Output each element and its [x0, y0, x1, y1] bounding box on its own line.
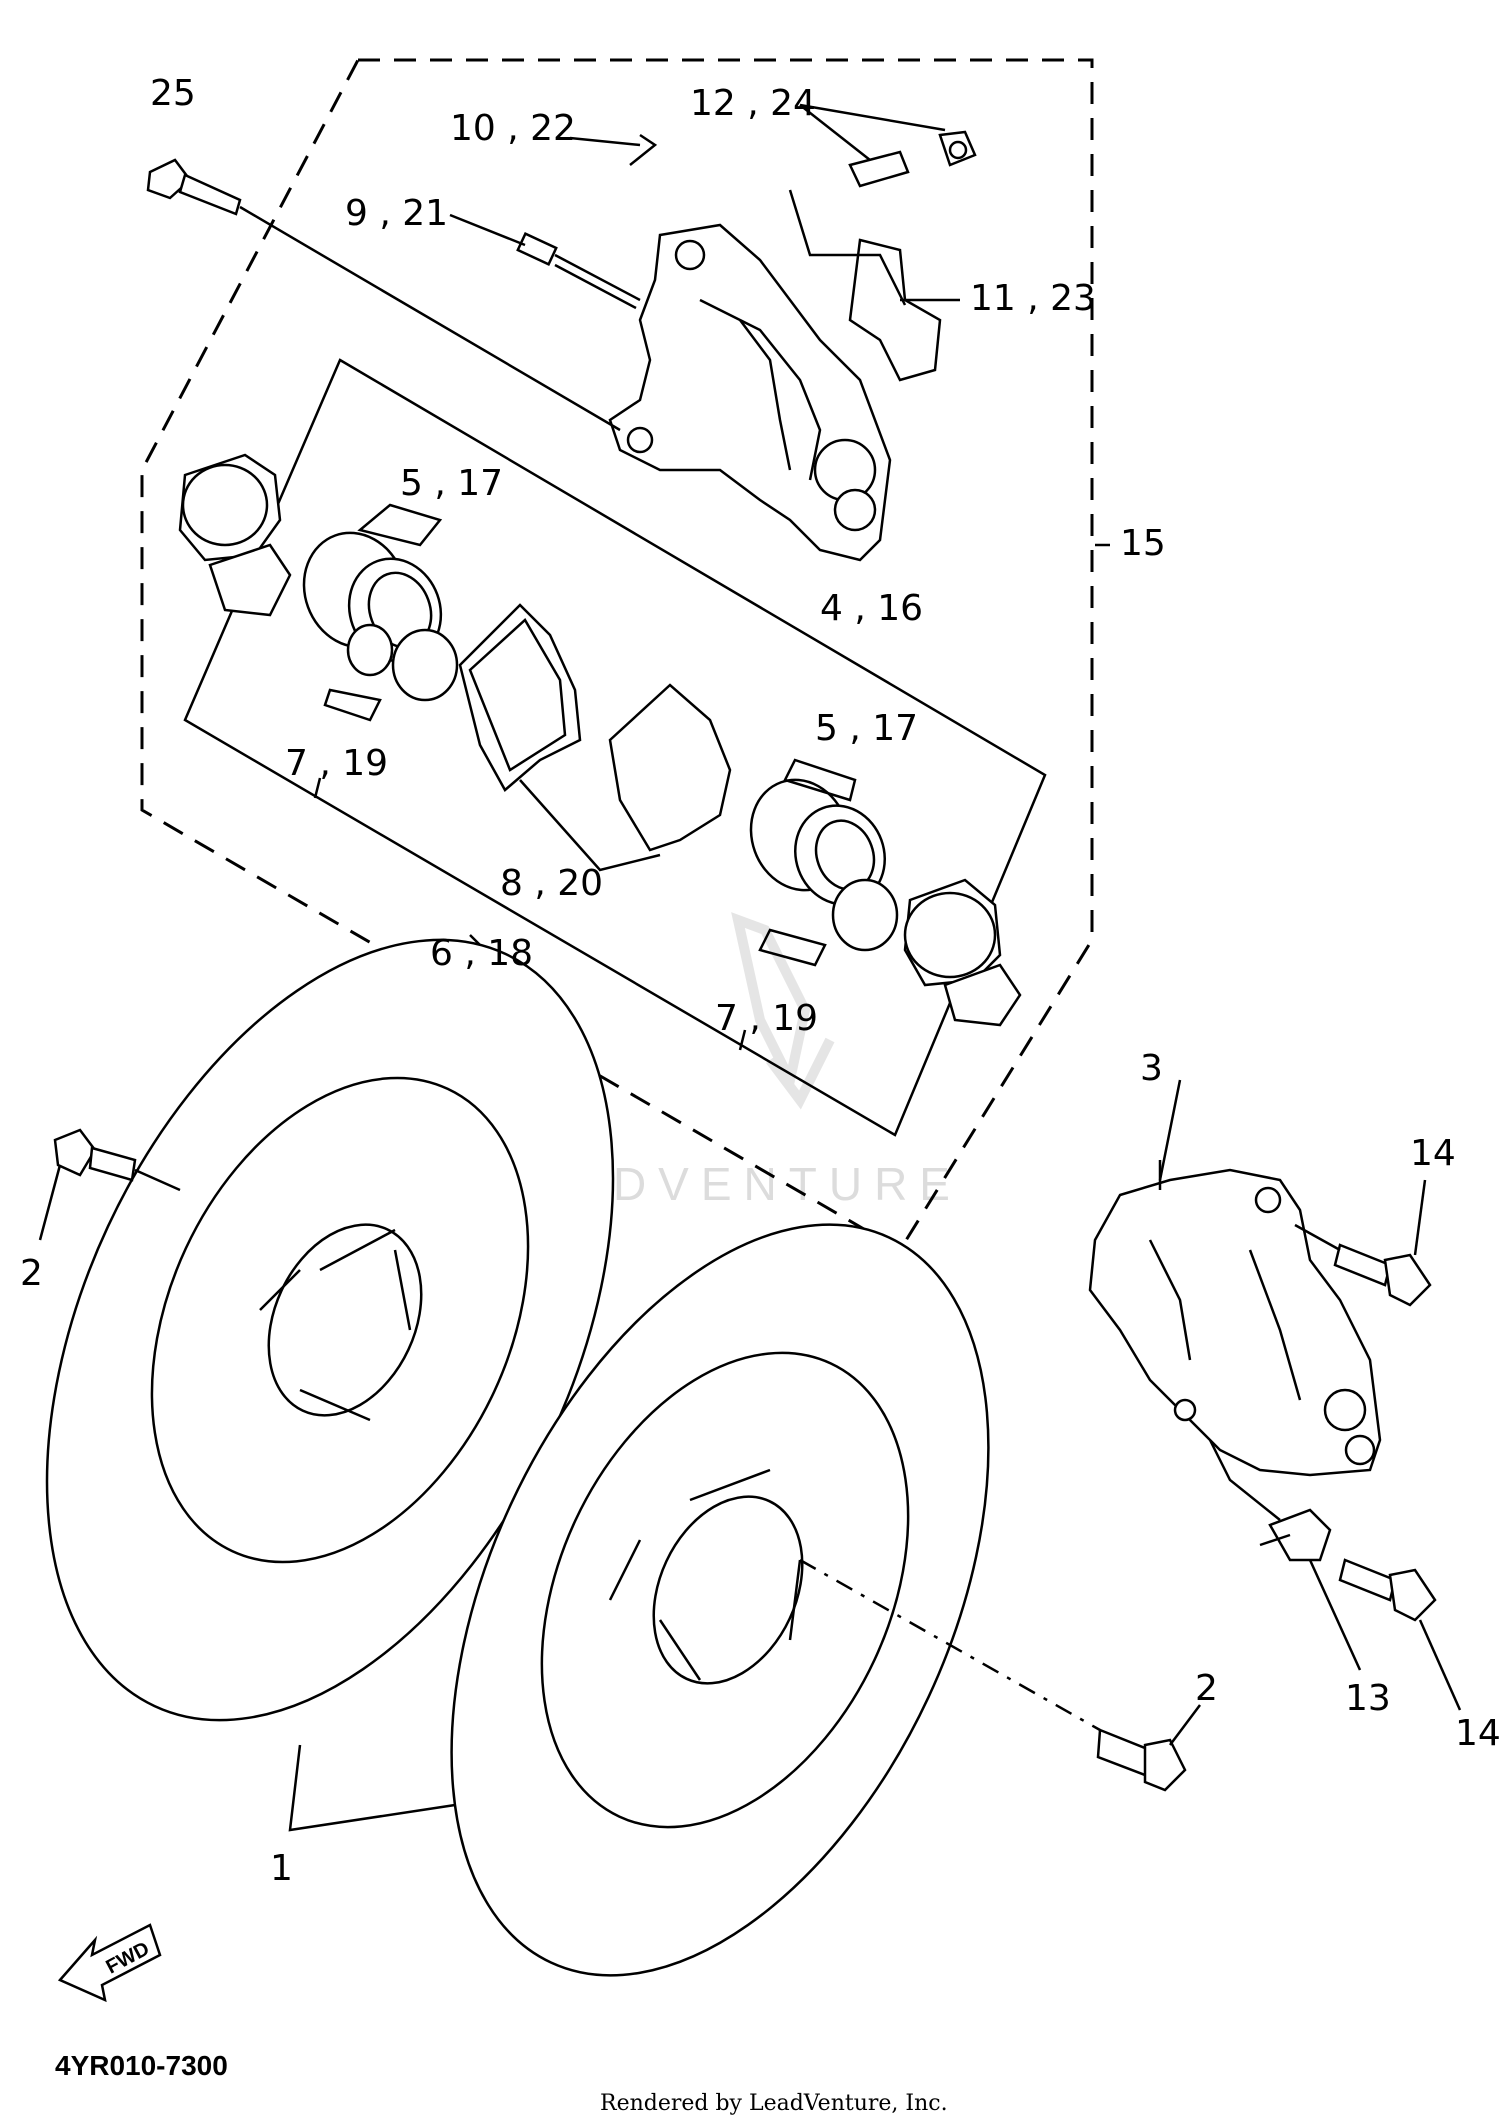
brake-pads-8-20 — [458, 603, 732, 872]
lower-leader-lines — [38, 1079, 1462, 1746]
caliper-assembly-boundary — [140, 58, 1094, 1253]
watermark-flame-logo — [731, 912, 835, 1110]
callout-2-left: 2 — [20, 1253, 43, 1294]
callout-13: 13 — [1345, 1678, 1391, 1719]
callout-4-16: 4 , 16 — [820, 588, 923, 629]
forward-direction-arrow: FWD — [57, 1923, 162, 2003]
leader-1 — [288, 1744, 456, 1832]
callout-14-lower: 14 — [1455, 1713, 1500, 1754]
right-piston-group — [749, 778, 1022, 1027]
bolt-2-left — [53, 1128, 181, 1192]
callout-7-19-lower: 7 , 19 — [715, 998, 818, 1039]
callout-10-22: 10 , 22 — [450, 108, 576, 149]
callout-15: 15 — [1120, 523, 1166, 564]
bolt-2-right — [1096, 1728, 1187, 1792]
callout-5-17-lower: 5 , 17 — [815, 708, 918, 749]
callout-2-right: 2 — [1195, 1668, 1218, 1709]
bolt-25 — [146, 158, 621, 432]
bracket-13 — [1208, 1439, 1332, 1562]
callout-7-19-upper: 7 , 19 — [285, 743, 388, 784]
callout-1: 1 — [270, 1848, 293, 1889]
callout-6-18: 6 , 18 — [430, 933, 533, 974]
callout-9-21: 9 , 21 — [345, 193, 448, 234]
caliper-3 — [1088, 1160, 1382, 1477]
upper-caliper-body — [608, 223, 892, 562]
callout-11-23: 11 , 23 — [970, 278, 1096, 319]
callout-14-upper: 14 — [1410, 1133, 1456, 1174]
bleed-screw-12-24 — [848, 130, 977, 188]
bolt-14-lower — [1338, 1558, 1437, 1622]
caliper-leader-lines — [313, 103, 1110, 1051]
left-piston-group — [178, 453, 459, 702]
callout-12-24: 12 , 24 — [690, 83, 816, 124]
left-brake-disc — [45, 938, 615, 1722]
pin-9-21 — [516, 231, 641, 310]
pad-spring-11-23 — [848, 238, 942, 382]
bolt-14-upper — [1294, 1223, 1432, 1307]
callout-3: 3 — [1140, 1048, 1163, 1089]
render-credit: Rendered by LeadVenture, Inc. — [600, 2091, 948, 2116]
callout-5-17-upper: 5 , 17 — [400, 463, 503, 504]
diagram-code: 4YR010-7300 — [55, 2050, 228, 2081]
clip-10-22 — [629, 133, 658, 166]
right-brake-disc — [450, 1223, 1101, 1977]
callout-25: 25 — [150, 73, 196, 114]
callout-8-20: 8 , 20 — [500, 863, 603, 904]
